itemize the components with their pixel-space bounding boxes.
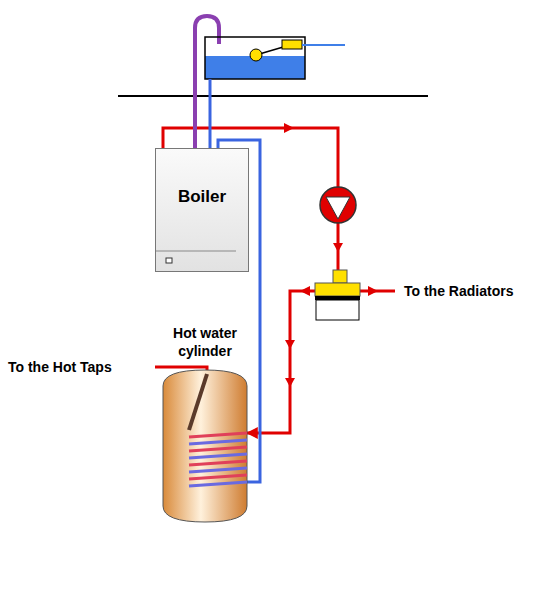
float-valve xyxy=(282,40,302,49)
pipe-label: To the Hot Taps xyxy=(6,359,114,375)
pump xyxy=(320,187,356,223)
vent-pipe xyxy=(195,16,219,148)
pipe-label: To the Radiators xyxy=(402,283,515,299)
flow-arrows xyxy=(284,123,378,387)
boiler-box: Boiler xyxy=(155,148,249,272)
valve-actuator xyxy=(316,300,359,320)
header-tank xyxy=(205,37,305,79)
mains-feed xyxy=(302,44,345,46)
cylinder-heading: Hot water cylinder xyxy=(166,325,244,360)
floor-line xyxy=(118,95,428,97)
cylinder-tank: Hot water cylinder xyxy=(163,370,247,522)
valve-stem xyxy=(333,270,347,283)
valve-seal xyxy=(315,296,360,300)
boiler-label: Boiler xyxy=(156,187,248,207)
pump-symbol xyxy=(326,197,350,219)
feed-pipe xyxy=(209,79,212,148)
boiler-panel xyxy=(156,149,248,271)
cylinder-body xyxy=(163,370,247,522)
float-ball xyxy=(250,49,262,61)
zone-valve xyxy=(315,283,360,296)
